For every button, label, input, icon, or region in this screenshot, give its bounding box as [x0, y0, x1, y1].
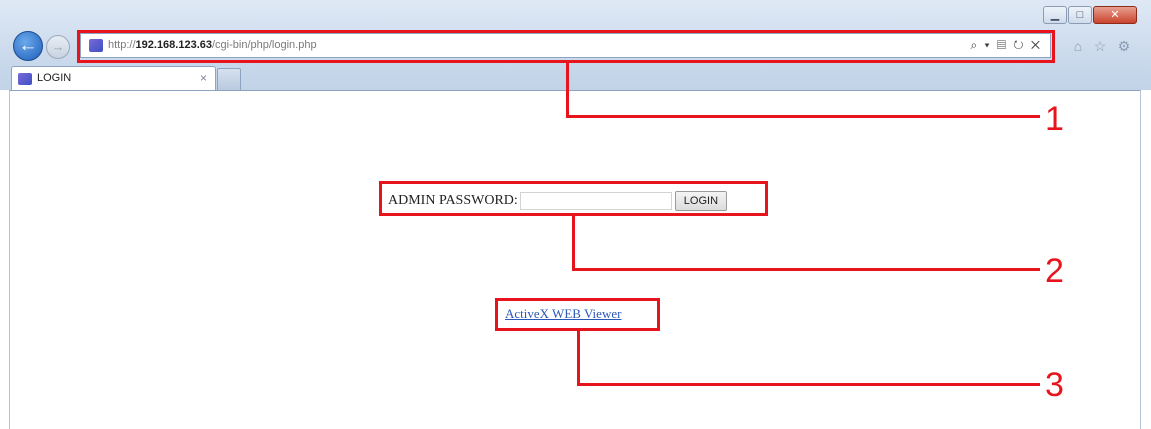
- tab-favicon-icon: [18, 73, 32, 85]
- login-button[interactable]: LOGIN: [674, 191, 728, 211]
- admin-password-label: ADMIN PASSWORD:: [388, 193, 518, 208]
- back-button[interactable]: ←: [13, 31, 43, 61]
- address-bar-tools[interactable]: ⌕ ▾ ▤ ↻ ✕: [970, 38, 1042, 52]
- tab-close-icon[interactable]: ×: [199, 71, 207, 85]
- close-window-button[interactable]: ✕: [1093, 6, 1137, 24]
- callout-line-2-vertical: [572, 215, 575, 271]
- activex-web-viewer-link[interactable]: ActiveX WEB Viewer: [505, 306, 622, 321]
- tab-login[interactable]: LOGIN ×: [11, 66, 216, 90]
- callout-line-2-horizontal: [572, 268, 1040, 271]
- callout-line-1-vertical: [566, 62, 569, 118]
- minimize-button[interactable]: ▁: [1043, 6, 1067, 24]
- tab-title: LOGIN: [37, 72, 72, 84]
- login-form: ADMIN PASSWORD: LOGIN: [388, 191, 728, 211]
- home-icon[interactable]: ⌂: [1073, 38, 1083, 54]
- favorites-star-icon[interactable]: ☆: [1093, 38, 1107, 54]
- settings-gear-icon[interactable]: ⚙: [1117, 38, 1131, 54]
- callout-number-3: 3: [1045, 366, 1064, 404]
- new-tab-button[interactable]: [217, 68, 241, 90]
- browser-chrome: ▁ □ ✕ ← → http://192.168.123.63/cgi-bin/…: [0, 0, 1151, 90]
- callout-line-3-horizontal: [577, 383, 1040, 386]
- forward-button[interactable]: →: [46, 35, 70, 59]
- url-path: /cgi-bin/php/login.php: [212, 39, 317, 51]
- url-host: 192.168.123.63: [135, 39, 212, 51]
- back-arrow-icon: ←: [18, 35, 38, 56]
- url-prefix: http://: [108, 39, 136, 51]
- address-bar[interactable]: http://192.168.123.63/cgi-bin/php/login.…: [80, 33, 1051, 58]
- site-favicon-icon: [89, 39, 103, 52]
- maximize-button[interactable]: □: [1068, 6, 1092, 24]
- forward-arrow-icon: →: [51, 39, 65, 54]
- page-viewport: [9, 90, 1141, 429]
- callout-number-1: 1: [1045, 100, 1064, 138]
- callout-line-3-vertical: [577, 330, 580, 386]
- address-url[interactable]: http://192.168.123.63/cgi-bin/php/login.…: [108, 39, 317, 51]
- callout-line-1-horizontal: [566, 115, 1040, 118]
- callout-number-2: 2: [1045, 252, 1064, 290]
- admin-password-input[interactable]: [519, 192, 672, 210]
